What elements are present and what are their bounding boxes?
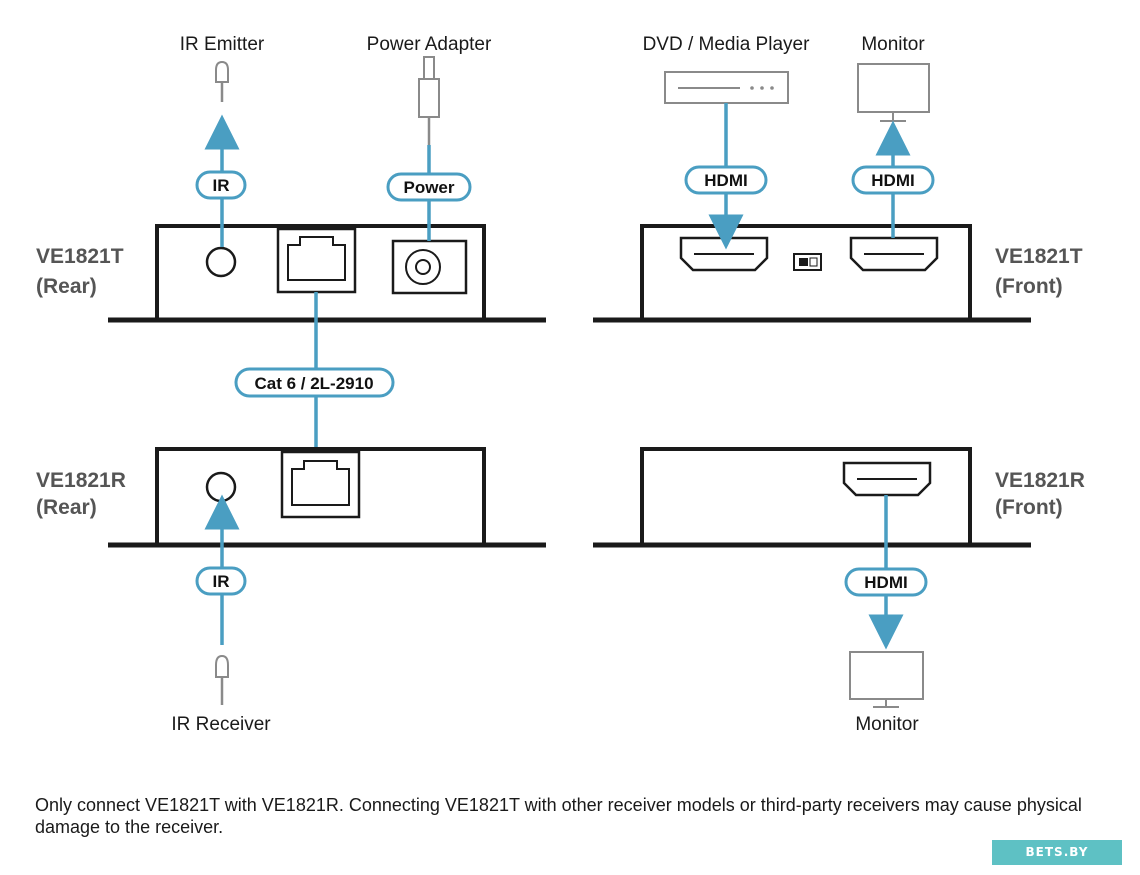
pill-ir-bottom: IR [195,566,247,596]
ir-emitter-label: IR Emitter [180,34,265,55]
power-adapter-icon [418,56,440,145]
svg-text:HDMI: HDMI [704,171,747,190]
tx-front-panel [593,224,1031,323]
rj45-port-rx [280,450,361,519]
svg-text:VE1821R: VE1821R [995,469,1085,492]
pill-cat6: Cat 6 / 2L-2910 [234,367,395,398]
tx-front-label: VE1821T (Front) [995,245,1083,298]
dvd-player-label: DVD / Media Player [643,34,811,55]
hdmi-rx-port [842,461,932,497]
pill-ir-top: IR [195,170,247,200]
rx-rear-panel [108,447,546,548]
tx-rear-label: VE1821T (Rear) [36,245,124,298]
tx-rear-panel [108,224,546,323]
power-adapter-label: Power Adapter [367,34,492,55]
pill-hdmi-rx: HDMI [844,567,928,597]
svg-text:(Front): (Front) [995,496,1063,519]
monitor-top-label: Monitor [861,34,925,55]
pill-hdmi-out: HDMI [851,165,935,195]
monitor-bottom-label: Monitor [855,714,919,735]
rj45-port-tx [276,227,357,294]
svg-text:IR: IR [213,176,230,195]
svg-text:VE1821R: VE1821R [36,469,126,492]
pill-hdmi-in: HDMI [684,165,768,195]
monitor-top-icon [857,63,930,122]
monitor-bottom-icon [849,651,924,708]
ir-port-tx [205,246,237,278]
ir-receiver-icon [215,654,229,705]
svg-text:HDMI: HDMI [871,171,914,190]
pill-power: Power [386,172,472,202]
svg-text:IR: IR [213,572,230,591]
warning-note: Only connect VE1821T with VE1821R. Conne… [35,795,1082,837]
svg-text:Power: Power [403,178,454,197]
ir-port-rx [205,471,237,503]
ir-emitter-icon [215,60,229,102]
dip-switch [793,253,822,271]
svg-text:(Rear): (Rear) [36,275,97,298]
ir-receiver-label: IR Receiver [171,714,271,735]
rx-front-panel [593,447,1031,548]
rx-front-label: VE1821R (Front) [995,469,1085,519]
hdmi-out-port [849,236,939,272]
rx-rear-label: VE1821R (Rear) [36,469,126,519]
svg-text:VE1821T: VE1821T [36,245,124,268]
power-port [391,239,468,295]
svg-text:HDMI: HDMI [864,573,907,592]
svg-text:Cat 6 / 2L-2910: Cat 6 / 2L-2910 [254,374,373,393]
dvd-player-icon [664,71,789,104]
svg-text:(Front): (Front) [995,275,1063,298]
svg-text:(Rear): (Rear) [36,496,97,519]
hdmi-in-port [679,236,769,272]
svg-text:VE1821T: VE1821T [995,245,1083,268]
watermark-badge: BETS.BY [992,840,1122,865]
